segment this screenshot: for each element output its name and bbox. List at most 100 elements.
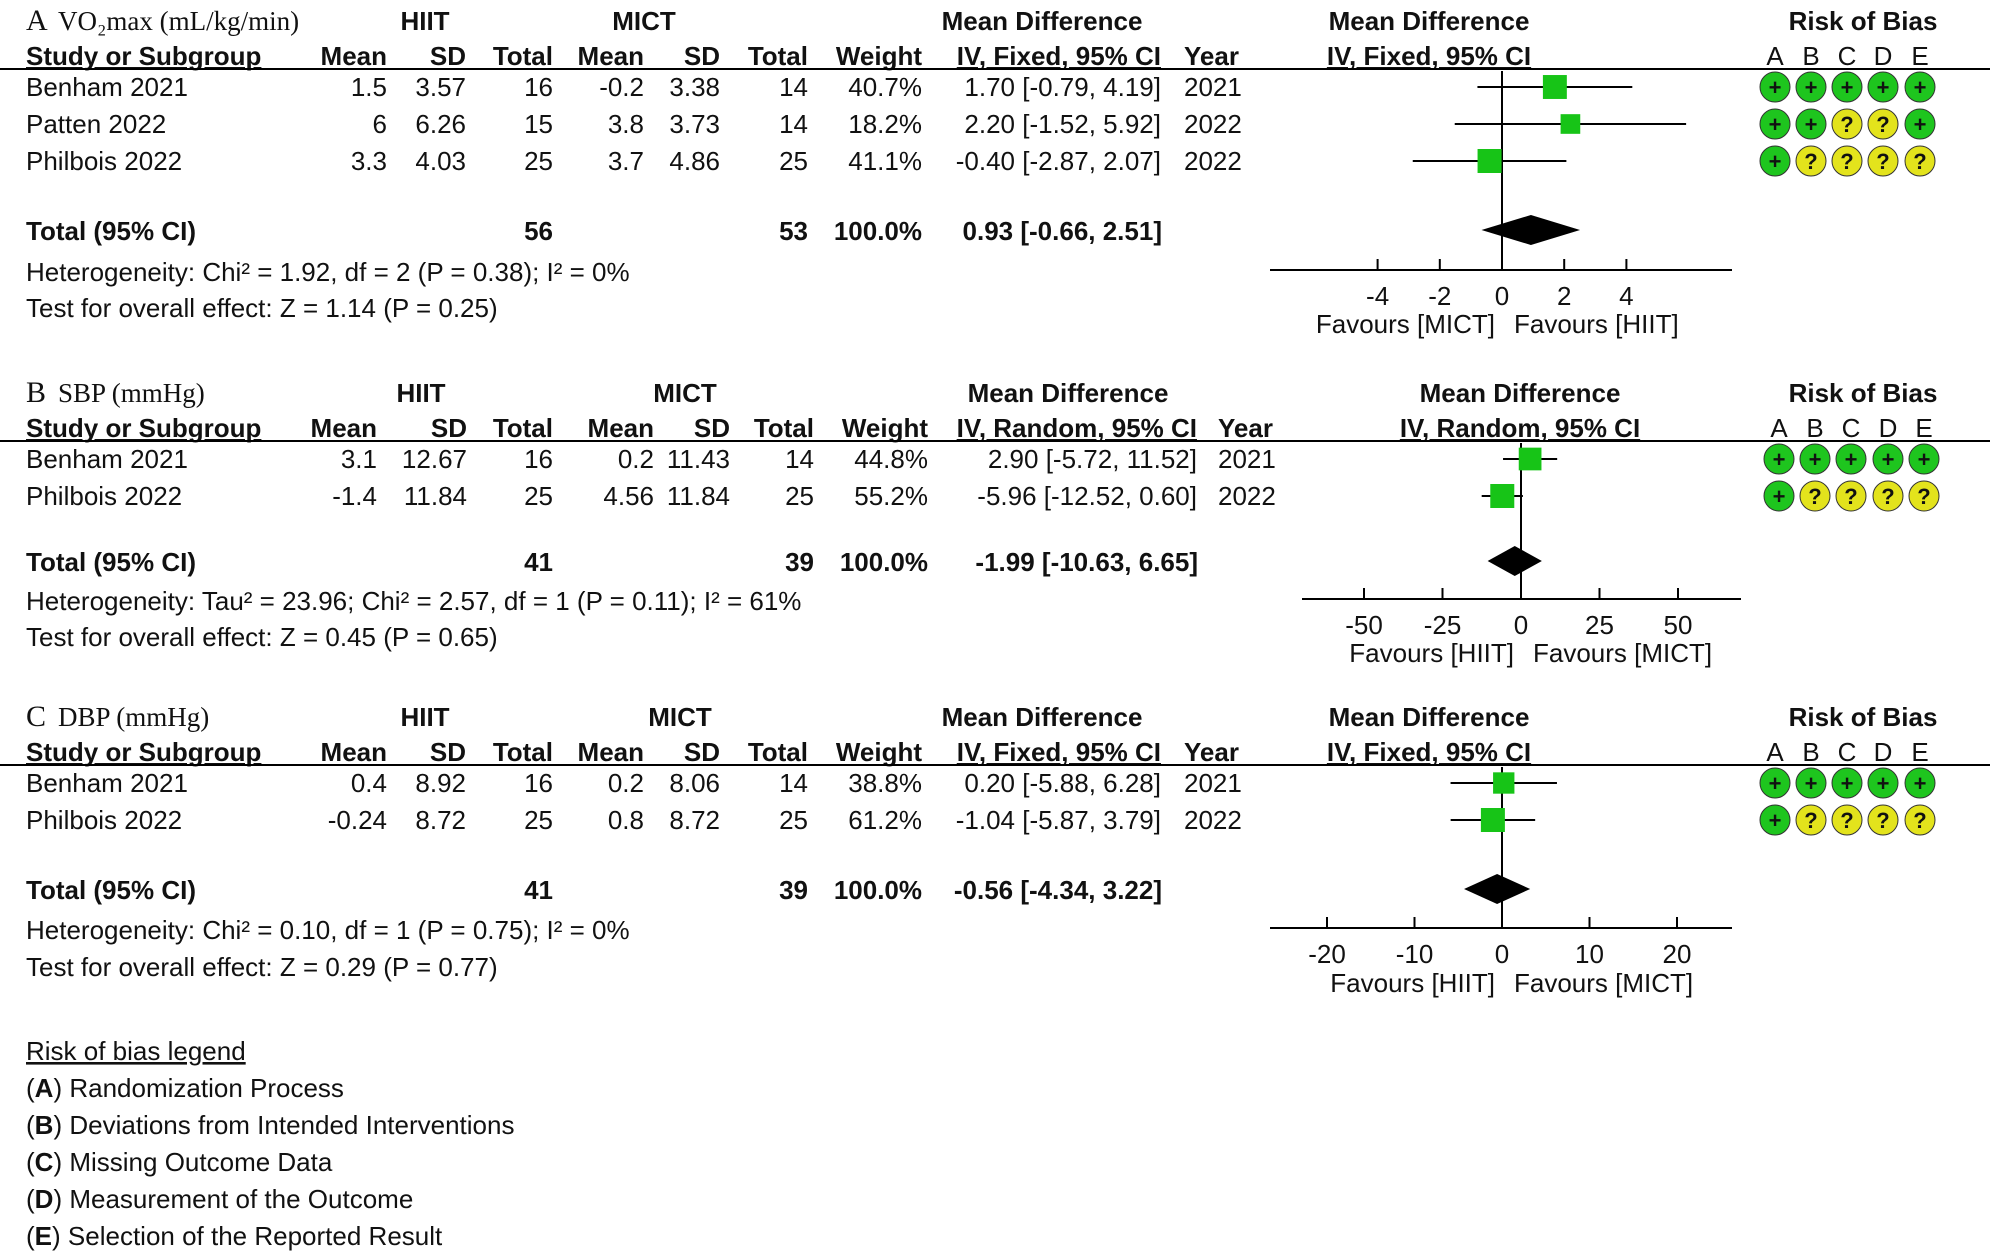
- x-tick-label: 50: [1664, 610, 1693, 640]
- rob-judgement: +: [1809, 447, 1822, 472]
- low-risk-icon: [1763, 443, 1795, 475]
- total-column-header: Total: [748, 41, 808, 71]
- x-tick-label: -10: [1396, 939, 1434, 969]
- rob-judgement: ?: [1913, 808, 1926, 833]
- weight-column-header: Weight: [836, 41, 923, 71]
- pooled-effect-diamond: [1487, 546, 1542, 576]
- study-effect-ci: -0.40 [-2.87, 2.07]: [956, 146, 1161, 176]
- study-weight: 41.1%: [848, 146, 922, 176]
- rob-judgement: ?: [1917, 484, 1930, 509]
- rob-judgement: ?: [1804, 149, 1817, 174]
- some-concerns-icon: [1799, 480, 1831, 512]
- rob-column-a: A: [1766, 737, 1784, 767]
- rob-judgement: +: [1841, 771, 1854, 796]
- total-label: Total (95% CI): [26, 875, 196, 905]
- mict-sd: 8.06: [669, 768, 720, 798]
- hiit-total-n: 56: [524, 216, 553, 246]
- mict-total-n: 39: [785, 547, 814, 577]
- sd-column-header: SD: [684, 737, 720, 767]
- study-weight: 61.2%: [848, 805, 922, 835]
- group2-header: MICT: [648, 702, 712, 732]
- study-effect-square: [1490, 484, 1515, 508]
- x-tick-label: -50: [1345, 610, 1383, 640]
- panel-letter: A: [26, 4, 48, 37]
- rob-judgement: ?: [1840, 149, 1853, 174]
- mict-sd: 11.84: [667, 481, 730, 511]
- plot-method-header: IV, Fixed, 95% CI: [1327, 737, 1531, 767]
- mict-sd: 11.43: [667, 444, 730, 474]
- pooled-effect-ci: 0.93 [-0.66, 2.51]: [963, 216, 1162, 246]
- pooled-effect-diamond: [1464, 874, 1531, 904]
- sd-column-header: SD: [430, 737, 466, 767]
- x-tick-label: 0: [1495, 939, 1509, 969]
- some-concerns-icon: [1795, 804, 1827, 836]
- hiit-total: 25: [524, 805, 553, 835]
- mict-total-n: 39: [779, 875, 808, 905]
- some-concerns-icon: [1831, 145, 1863, 177]
- year-column-header: Year: [1218, 413, 1273, 443]
- x-tick-label: -20: [1308, 939, 1346, 969]
- mean-column-header: Mean: [321, 737, 387, 767]
- mean-difference-header: Mean Difference: [942, 702, 1143, 732]
- hiit-mean: 3.3: [351, 146, 387, 176]
- mict-total: 25: [779, 146, 808, 176]
- hiit-total: 16: [524, 72, 553, 102]
- rob-judgement: +: [1918, 447, 1931, 472]
- rob-column-e: E: [1911, 737, 1928, 767]
- overall-effect-test: Test for overall effect: Z = 0.45 (P = 0…: [26, 622, 498, 652]
- rob-judgement: +: [1769, 808, 1782, 833]
- low-risk-icon: [1795, 767, 1827, 799]
- rob-column-b: B: [1802, 41, 1819, 71]
- mean-column-header: Mean: [311, 413, 377, 443]
- some-concerns-icon: [1867, 804, 1899, 836]
- rob-column-c: C: [1838, 737, 1857, 767]
- study-year: 2022: [1184, 805, 1242, 835]
- low-risk-icon: [1904, 71, 1936, 103]
- hiit-sd: 8.92: [415, 768, 466, 798]
- x-tick-label: 0: [1514, 610, 1528, 640]
- method-header: IV, Fixed, 95% CI: [957, 41, 1161, 71]
- some-concerns-icon: [1908, 480, 1940, 512]
- study-effect-ci: 2.90 [-5.72, 11.52]: [988, 444, 1197, 474]
- overall-effect-test: Test for overall effect: Z = 1.14 (P = 0…: [26, 293, 498, 323]
- mict-total: 14: [779, 72, 808, 102]
- study-weight: 40.7%: [848, 72, 922, 102]
- mict-sd: 4.86: [669, 146, 720, 176]
- plot-mean-difference-header: Mean Difference: [1329, 6, 1530, 36]
- rob-judgement: ?: [1840, 112, 1853, 137]
- low-risk-icon: [1799, 443, 1831, 475]
- legend-item-key: B: [35, 1110, 54, 1140]
- rob-judgement: ?: [1840, 808, 1853, 833]
- legend-item-key: E: [35, 1221, 52, 1251]
- low-risk-icon: [1759, 804, 1791, 836]
- group2-header: MICT: [653, 378, 717, 408]
- weight-column-header: Weight: [842, 413, 929, 443]
- mict-sd: 8.72: [669, 805, 720, 835]
- rob-column-c: C: [1842, 413, 1861, 443]
- mean-column-header: Mean: [321, 41, 387, 71]
- x-tick-label: -4: [1366, 281, 1389, 311]
- rob-judgement: +: [1773, 447, 1786, 472]
- hiit-total-n: 41: [524, 547, 553, 577]
- plot-method-header: IV, Fixed, 95% CI: [1327, 41, 1531, 71]
- hiit-total: 16: [524, 444, 553, 474]
- mict-total: 14: [779, 109, 808, 139]
- study-effect-square: [1493, 772, 1515, 794]
- some-concerns-icon: [1835, 480, 1867, 512]
- study-effect-ci: 1.70 [-0.79, 4.19]: [964, 72, 1161, 102]
- favours-right-label: Favours [HIIT]: [1514, 309, 1679, 339]
- mean-column-header: Mean: [578, 41, 644, 71]
- panel-letter: C: [26, 700, 46, 733]
- rob-column-b: B: [1802, 737, 1819, 767]
- weight-column-header: Weight: [836, 737, 923, 767]
- rob-judgement: +: [1769, 771, 1782, 796]
- year-column-header: Year: [1184, 737, 1239, 767]
- heterogeneity-stats: Heterogeneity: Tau² = 23.96; Chi² = 2.57…: [26, 586, 801, 616]
- study-weight: 18.2%: [848, 109, 922, 139]
- group2-header: MICT: [612, 6, 676, 36]
- study-year: 2021: [1184, 768, 1242, 798]
- hiit-sd: 8.72: [415, 805, 466, 835]
